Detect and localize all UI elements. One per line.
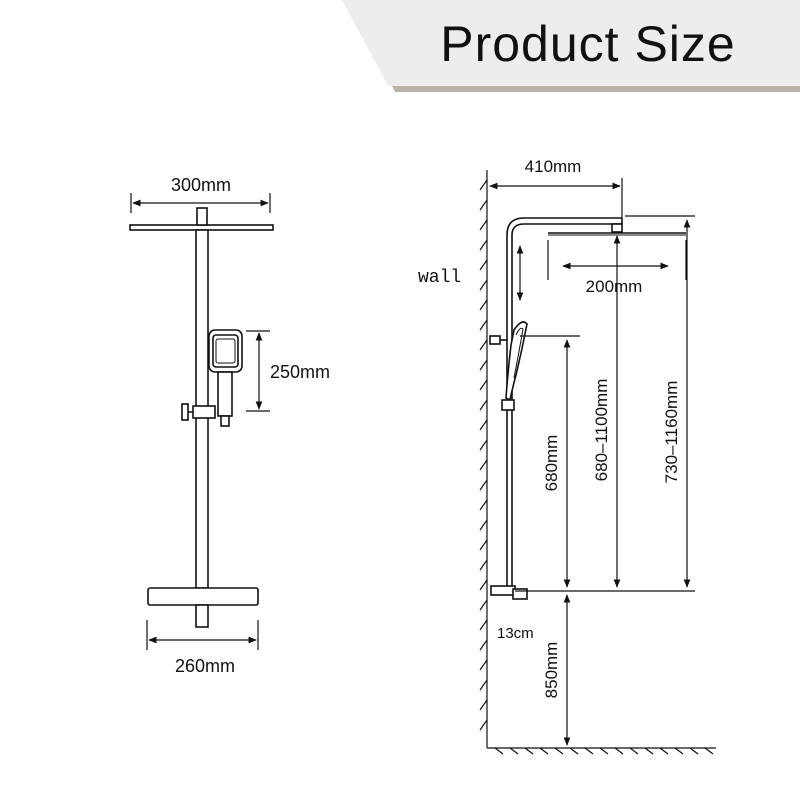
- wall: [479, 170, 488, 748]
- title-banner: Product Size: [0, 0, 800, 100]
- label-valve-width: 260mm: [175, 656, 235, 676]
- page-title: Product Size: [440, 16, 736, 72]
- label-arm-reach: 410mm: [525, 157, 582, 176]
- label-spout-offset: 13cm: [497, 625, 534, 642]
- floor: [487, 747, 716, 755]
- label-floor-height: 850mm: [542, 642, 561, 699]
- side-view: [489, 217, 686, 600]
- label-holder-height: 680mm: [542, 435, 561, 492]
- side-valve-body: [490, 585, 516, 596]
- front-holder-clamp: [192, 405, 216, 419]
- label-head-size: 200mm: [586, 277, 643, 296]
- label-total-height: 730–1160mm: [662, 381, 681, 484]
- label-wall: wall: [418, 268, 461, 288]
- label-adjustable-height: 680–1100mm: [592, 379, 611, 482]
- label-head-width: 300mm: [171, 175, 231, 195]
- front-head-connector: [196, 207, 208, 226]
- side-wall-bracket: [489, 335, 501, 345]
- front-holder-knob: [181, 403, 189, 421]
- side-slide-holder: [501, 399, 515, 411]
- front-valve-outlet: [195, 604, 209, 628]
- side-handheld-head: [505, 321, 528, 402]
- front-valve-body: [147, 587, 259, 606]
- banner-shape: [342, 0, 800, 92]
- label-handheld-height: 250mm: [270, 362, 330, 382]
- side-head-connector: [611, 223, 623, 233]
- side-spout: [512, 588, 528, 600]
- front-handheld-handle: [217, 371, 233, 417]
- front-view: [129, 207, 274, 628]
